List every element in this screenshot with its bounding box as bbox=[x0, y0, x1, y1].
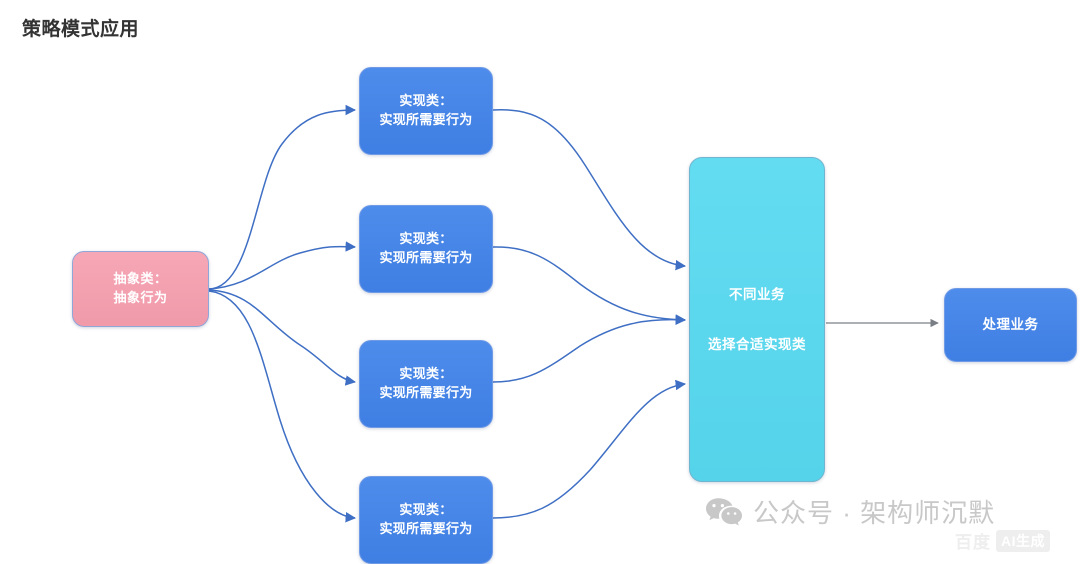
edge-abstract-to-impl-1 bbox=[208, 104, 357, 290]
page-title: 策略模式应用 bbox=[22, 19, 140, 40]
node-implementation-2-line1: 实现类： bbox=[399, 231, 453, 247]
node-implementation-1-line1: 实现类： bbox=[399, 93, 453, 109]
node-select-implementation[interactable]: 不同业务 选择合适实现类 bbox=[689, 157, 825, 482]
baidu-ai-watermark: 百度 AI生成 bbox=[955, 528, 1050, 553]
node-implementation-2[interactable]: 实现类： 实现所需要行为 bbox=[359, 205, 493, 293]
node-abstract-class[interactable]: 抽象类： 抽象行为 bbox=[72, 251, 209, 327]
node-implementation-3-line1: 实现类： bbox=[399, 366, 453, 382]
node-implementation-4-line1: 实现类： bbox=[399, 502, 453, 518]
baidu-label: 百度 bbox=[955, 533, 991, 552]
baidu-ai-badge: AI生成 bbox=[996, 529, 1050, 552]
edge-abstract-to-impl-4 bbox=[208, 290, 357, 523]
edge-impl-2-to-select bbox=[492, 246, 687, 326]
edge-abstract-to-impl-3 bbox=[208, 289, 357, 386]
node-handle-business[interactable]: 处理业务 bbox=[944, 288, 1077, 362]
node-implementation-3[interactable]: 实现类： 实现所需要行为 bbox=[359, 340, 493, 428]
node-handle-business-label: 处理业务 bbox=[982, 317, 1039, 333]
node-select-line1: 不同业务 bbox=[729, 286, 785, 302]
node-implementation-3-line2: 实现所需要行为 bbox=[379, 385, 473, 400]
node-implementation-1[interactable]: 实现类： 实现所需要行为 bbox=[359, 67, 493, 155]
node-abstract-line2: 抽象行为 bbox=[113, 290, 168, 305]
edge-impl-1-to-select bbox=[492, 109, 687, 271]
node-select-line2: 选择合适实现类 bbox=[708, 336, 806, 352]
node-implementation-1-line2: 实现所需要行为 bbox=[379, 112, 473, 127]
edge-abstract-to-impl-2 bbox=[208, 241, 357, 290]
watermark: 公众号 · 架构师沉默 bbox=[705, 493, 995, 530]
edge-impl-4-to-select bbox=[492, 379, 687, 519]
node-implementation-2-line2: 实现所需要行为 bbox=[379, 250, 473, 265]
node-implementation-4-line2: 实现所需要行为 bbox=[379, 521, 473, 536]
watermark-text: 公众号 · 架构师沉默 bbox=[753, 498, 996, 528]
edge-impl-3-to-select bbox=[492, 314, 687, 383]
wechat-icon bbox=[706, 497, 742, 525]
node-implementation-4[interactable]: 实现类： 实现所需要行为 bbox=[359, 476, 493, 564]
node-abstract-line1: 抽象类： bbox=[113, 271, 168, 287]
